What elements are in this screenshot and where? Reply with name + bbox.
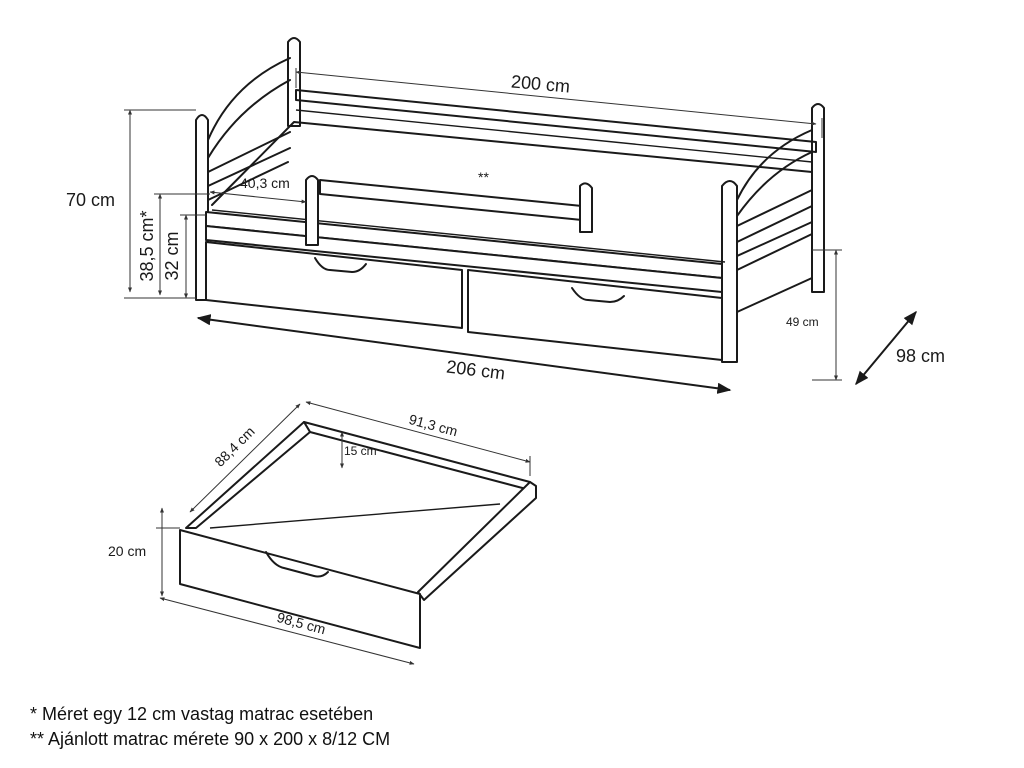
front-left-arch: [207, 57, 291, 141]
bed-diagram: 200 cm 70 cm 40,3 cm ** 38,5 cm* 32 cm 4…: [66, 37, 945, 665]
mattress-top: [211, 121, 813, 206]
side-height-star-label: 38,5 cm*: [137, 210, 157, 281]
bed-length-label: 200 cm: [510, 71, 571, 96]
side-opening-label: 40,3 cm: [240, 175, 290, 191]
footnote-2: ** Ajánlott matrac mérete 90 x 200 x 8/1…: [30, 729, 391, 749]
front-right-arch: [736, 129, 813, 201]
back-rail: [295, 89, 817, 153]
front-right-post: [721, 180, 738, 363]
bed-drawing: [195, 37, 825, 363]
mattress-marker: **: [478, 169, 489, 185]
drawer-inner-height-label: 15 cm: [344, 444, 377, 458]
total-length-label: 206 cm: [445, 357, 506, 384]
bed-depth-label: 98 cm: [896, 346, 945, 366]
drawer-right-side: [417, 481, 537, 601]
back-left-post: [287, 37, 301, 127]
drawer-width-label: 91,3 cm: [407, 411, 459, 439]
drawer-height-label: 20 cm: [108, 543, 146, 559]
safety-barrier: [319, 179, 583, 221]
bed-dimensions: [124, 68, 917, 394]
drawer-depth-label: 88,4 cm: [211, 423, 258, 470]
drawer-dimensions: [156, 401, 531, 665]
bed-height-label: 70 cm: [66, 190, 115, 210]
headboard-height-label: 49 cm: [786, 315, 819, 329]
footnote-1: * Méret egy 12 cm vastag matrac esetében: [30, 704, 374, 724]
footnotes: * Méret egy 12 cm vastag matrac esetében…: [30, 702, 390, 752]
side-height-label: 32 cm: [162, 231, 182, 280]
